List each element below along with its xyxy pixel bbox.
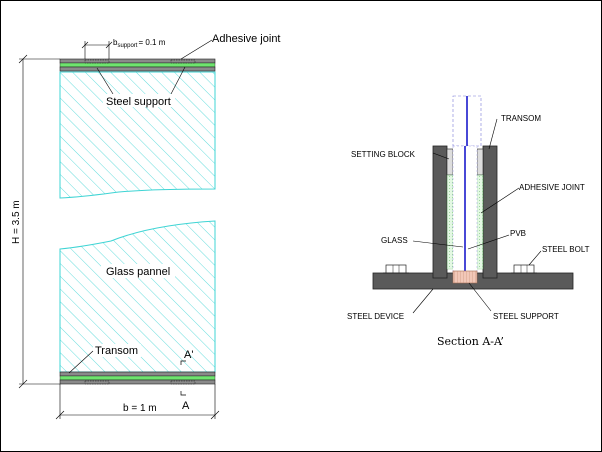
transom-leader [68, 350, 94, 374]
glass-panel-elevation [59, 58, 216, 385]
glass-pannel-label-bg [101, 264, 175, 278]
section-mark-bottom-label: A [182, 400, 190, 412]
steel-bolt-right [511, 264, 537, 274]
steel-support-callout: STEEL SUPPORT [493, 312, 559, 321]
bottom-steel-band [59, 371, 216, 377]
top-steel-band [59, 58, 216, 64]
left-transom-flange [432, 145, 448, 279]
section-mark [180, 360, 186, 396]
adhesive-joint-leader [180, 39, 213, 60]
right-transom-flange [482, 145, 498, 279]
section-caption: Section A-A’ [437, 335, 504, 348]
steel-support-hatch [453, 271, 477, 283]
setting-block-left [446, 148, 454, 176]
steel-support-label: Steel support [106, 96, 171, 108]
transom-label-bg [93, 344, 141, 357]
setting-block-callout: SETTING BLOCK [351, 150, 416, 159]
transom-label: Transom [95, 345, 138, 357]
top-steel-band-2 [59, 66, 216, 72]
top-support-right [170, 59, 196, 64]
section-leaders [412, 118, 542, 314]
height-dim-label: H = 3.5 m [11, 200, 22, 244]
glass-pane-lower [59, 220, 216, 373]
adhesive-joint-label: Adhesive joint [212, 33, 281, 45]
top-support-left [84, 59, 110, 64]
bottom-steel-band-2 [59, 379, 216, 385]
width-dimension [55, 384, 220, 420]
glass-pane-upper [59, 71, 216, 199]
top-adhesive-band [59, 62, 216, 68]
bottom-support-right [170, 380, 196, 385]
bottom-support-left [84, 380, 110, 385]
section-mark-top-label: A' [184, 349, 193, 361]
b-support-dimension [81, 41, 113, 59]
steel-device-callout: STEEL DEVICE [347, 312, 404, 321]
adhesive-joint-left-tint [447, 175, 453, 269]
glass-pannel-label: Glass pannel [106, 266, 170, 278]
width-dim-label: b = 1 m [123, 403, 157, 414]
height-dimension [18, 54, 60, 389]
steel-support-leader-right [170, 66, 186, 95]
bottom-adhesive-band [59, 375, 216, 381]
adhesive-joint-right-tint [477, 175, 483, 269]
steel-support-leader-left [96, 67, 114, 95]
steel-bolt-callout: STEEL BOLT [542, 245, 590, 254]
glass-callout: GLASS [381, 236, 408, 245]
setting-block-right [476, 148, 484, 176]
transom-callout: TRANSOM [501, 114, 541, 123]
adhesive-joint-callout: ADHESIVE JOINT [519, 183, 585, 192]
steel-bolt-left [383, 264, 409, 274]
section-detail [372, 95, 574, 290]
steel-support-label-bg [103, 94, 175, 107]
b-support-label: bsupport= 0.1 m [113, 38, 166, 49]
pvb-callout: PVB [510, 229, 526, 238]
